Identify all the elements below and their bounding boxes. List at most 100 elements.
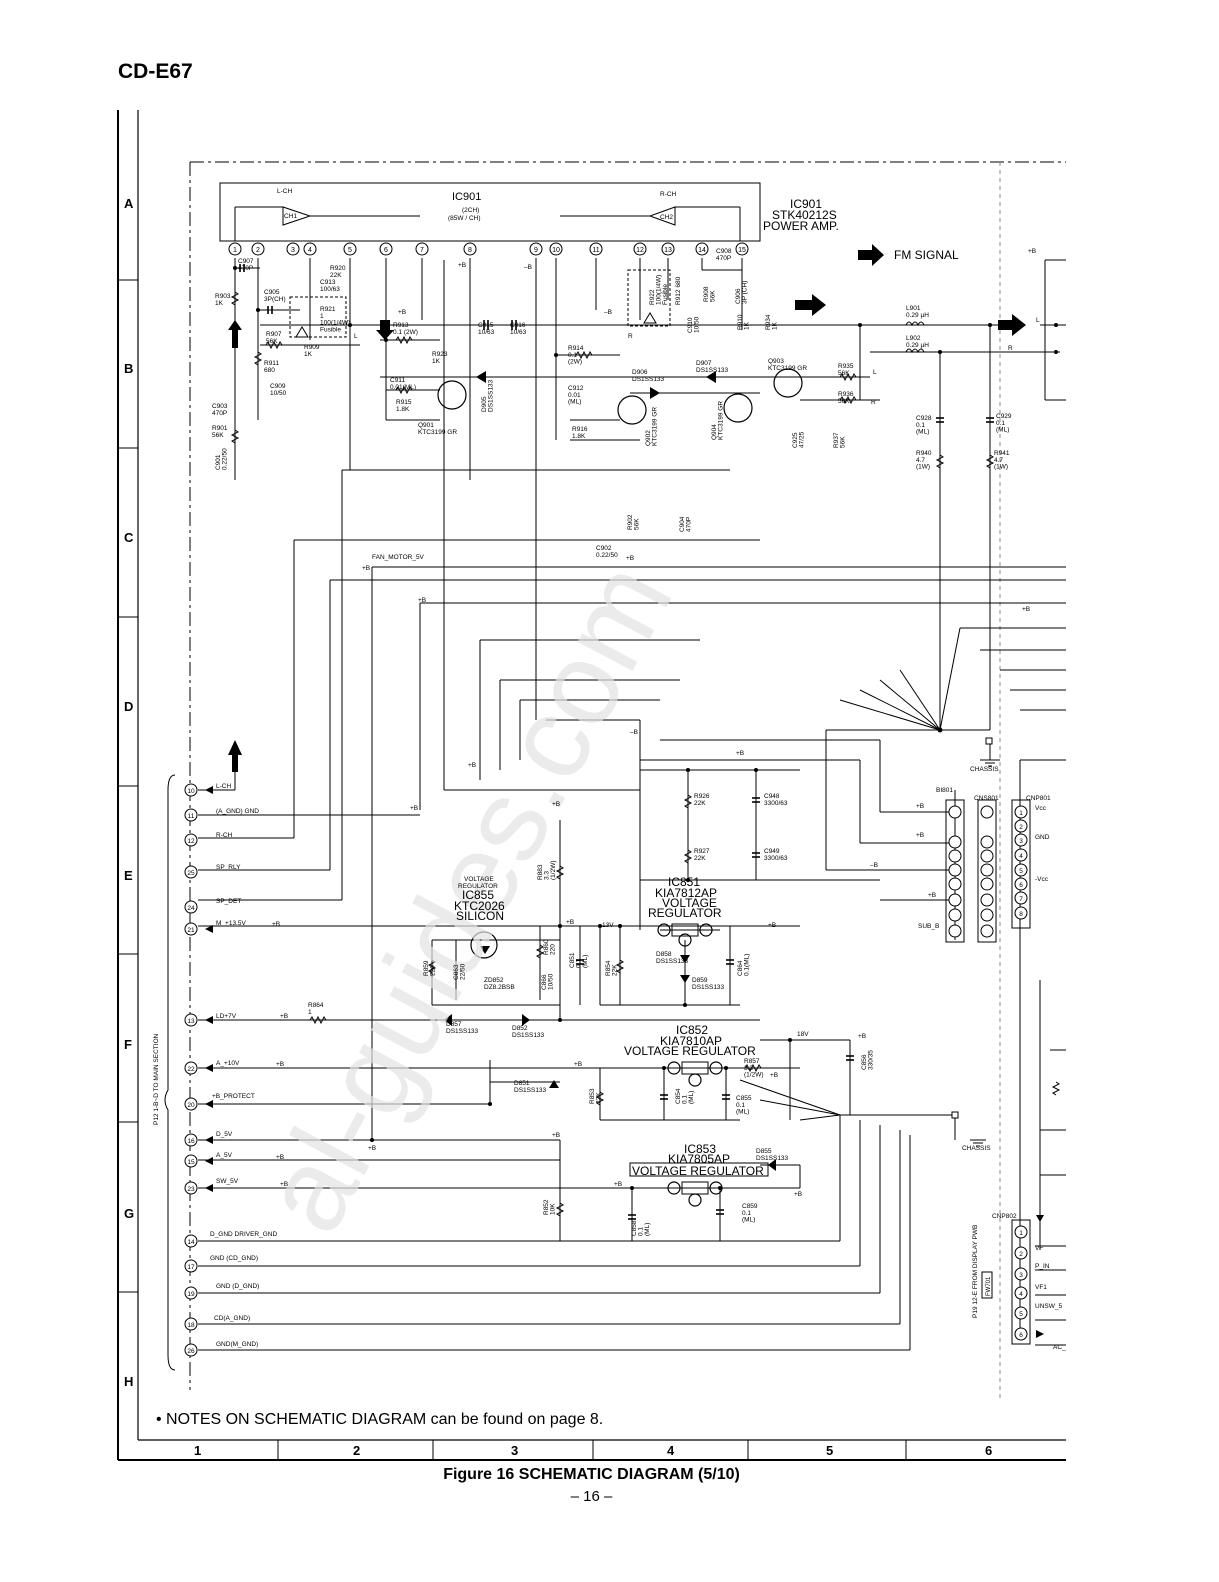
ic852-part: KIA7810AP bbox=[660, 1034, 722, 1048]
net-plus-b: +B bbox=[916, 803, 924, 810]
ic901-pin: 1 bbox=[233, 247, 237, 254]
conn-left-note: P12 1-B~D TO MAIN SECTION bbox=[153, 1033, 160, 1125]
fw701-label: FW701 bbox=[986, 1276, 992, 1296]
ic901-inner-name: IC901 bbox=[452, 191, 481, 203]
ic901-pin: 5 bbox=[348, 247, 352, 254]
conn-left-label: A_+10V bbox=[216, 1060, 240, 1067]
component-d905: D905DS1SS133 bbox=[481, 379, 495, 412]
conn-left-label: SW_5V bbox=[216, 1178, 239, 1185]
net-plus-b: +B bbox=[276, 1061, 284, 1068]
cnp802-note: P19 12-E FROM DISPLAY PWB bbox=[972, 1225, 979, 1318]
cns801-label: CNS801 bbox=[974, 795, 999, 802]
net-plus-b: +B bbox=[916, 832, 924, 839]
conn-left-pin: 13 bbox=[187, 1018, 195, 1025]
net-l: L bbox=[1036, 317, 1040, 324]
conn-left-pin: 11 bbox=[188, 813, 195, 820]
ic901-desc: POWER AMP. bbox=[763, 219, 839, 233]
component-c910: C91010/50 bbox=[687, 316, 701, 333]
component-r934: R9341K bbox=[765, 314, 779, 330]
component-r860: R860220 bbox=[543, 939, 557, 955]
model-title: CD-E67 bbox=[118, 60, 193, 83]
conn-left-label: SP_DET bbox=[216, 898, 241, 905]
component-c904: C904470P bbox=[679, 516, 693, 532]
ic901-pin: 11 bbox=[592, 247, 599, 254]
ic901-pin: 9 bbox=[534, 247, 538, 254]
component-r859: R859220 bbox=[423, 960, 437, 976]
conn-left-pin: 19 bbox=[187, 1291, 195, 1298]
net-minus-b: –B bbox=[524, 264, 532, 271]
row-label-d: D bbox=[124, 699, 133, 714]
page-number: – 16 – bbox=[570, 1488, 613, 1505]
ic901-pin: 4 bbox=[308, 247, 312, 254]
net-plus-b: +B bbox=[276, 1154, 284, 1161]
net-plus-b: +B bbox=[768, 922, 776, 929]
ic853-part: KIA7805AP bbox=[668, 1152, 730, 1166]
ic901-ch1: CH1 bbox=[284, 213, 297, 220]
component-c856: C856330/35 bbox=[861, 1050, 875, 1070]
conn-left-pin: 17 bbox=[187, 1264, 195, 1271]
row-label-c: C bbox=[124, 530, 134, 545]
cnp802-pin: 4 bbox=[1019, 1291, 1023, 1298]
ic853-line1: VOLTAGE REGULATOR bbox=[632, 1164, 764, 1178]
conn-left-pin: 25 bbox=[187, 870, 195, 877]
ic901-inner-desc2: (85W / CH) bbox=[448, 215, 481, 222]
net-plus-b: +B bbox=[272, 921, 280, 928]
net-plus-b: +B bbox=[362, 565, 370, 572]
component-c866: C86610/50 bbox=[541, 973, 555, 990]
ic901-ch2: CH2 bbox=[660, 214, 673, 221]
conn-left-label: M_+13.5V bbox=[216, 920, 246, 927]
net-plus-b: +B bbox=[458, 262, 466, 269]
ic901-name: IC901 bbox=[790, 197, 822, 211]
ic851-line2: REGULATOR bbox=[648, 906, 722, 920]
row-label-b: B bbox=[124, 361, 133, 376]
component-r912: R912 680 bbox=[675, 276, 682, 305]
row-label-f: F bbox=[124, 1037, 132, 1052]
conn-left-label: SP_RLY bbox=[216, 864, 241, 871]
component-r852: R85210K bbox=[543, 1199, 557, 1215]
cnp801-pin: 2 bbox=[1019, 824, 1023, 831]
component-c864: C8640.1(ML) bbox=[737, 954, 751, 976]
cnp802-pin-label: UNSW_5 bbox=[1035, 1303, 1062, 1310]
component-q902: Q902KTC3199 GR bbox=[645, 407, 659, 446]
cnp801-pin-label: -Vcc bbox=[1035, 876, 1049, 883]
ic901-pin: 7 bbox=[420, 247, 424, 254]
row-label-h: H bbox=[124, 1374, 133, 1389]
ic901-pin: 8 bbox=[468, 247, 472, 254]
col-label-2: 2 bbox=[353, 1443, 360, 1458]
bi801-label: BI801 bbox=[936, 787, 953, 794]
net-r: R bbox=[628, 333, 633, 340]
net-plus-b: +B bbox=[398, 309, 406, 316]
col-label-4: 4 bbox=[667, 1443, 675, 1458]
net-18v: 18V bbox=[797, 1031, 809, 1038]
cnp802-pin-label: VF bbox=[1035, 1245, 1043, 1252]
conn-left-label: D_GND DRIVER_GND bbox=[210, 1231, 277, 1238]
net-l: L bbox=[873, 369, 877, 376]
